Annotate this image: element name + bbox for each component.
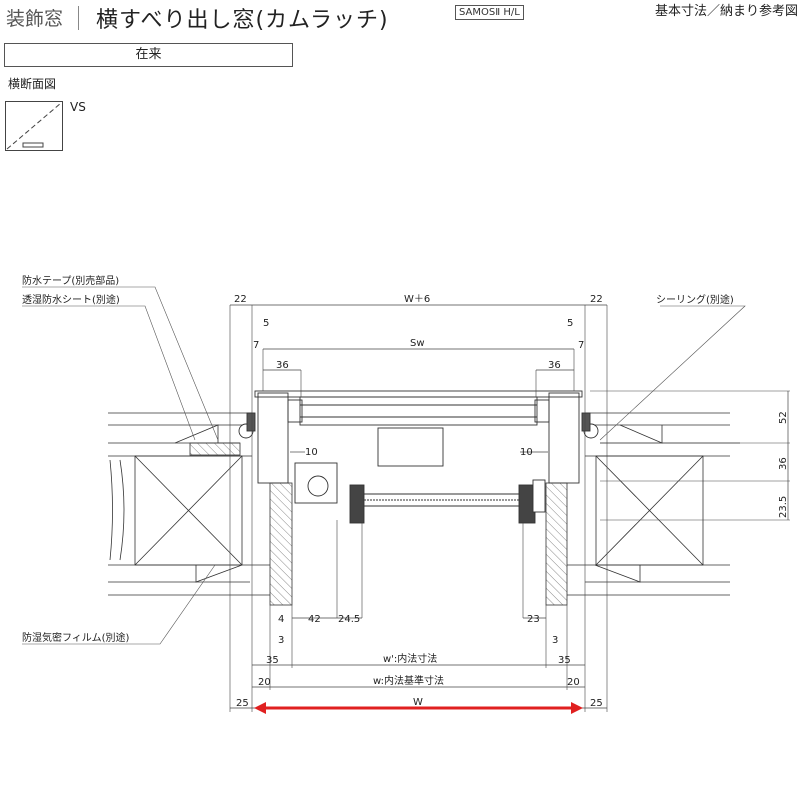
dim-bottom-23: 23 — [527, 614, 540, 625]
dimension-arrow-w — [254, 702, 583, 714]
dim-35-right: 35 — [558, 655, 571, 666]
section-label: 横断面図 — [8, 77, 57, 91]
dim-20-left: 20 — [258, 677, 271, 688]
series-badge: SAMOSⅡ H/L — [455, 5, 524, 20]
dim-right-36: 36 — [548, 360, 561, 371]
dim-vertical-23-5: 23.5 — [778, 496, 789, 518]
dim-w-prime: w':内法寸法 — [383, 652, 437, 665]
dim-bottom-24-5: 24.5 — [338, 614, 360, 625]
callout-breathable-sheet: 透湿防水シート(別途) — [22, 293, 120, 306]
dim-left-10: 10 — [305, 447, 318, 458]
extension-lines — [229, 305, 790, 712]
page-title: 横すべり出し窓(カムラッチ) — [96, 8, 389, 33]
dim-sw: Sw — [410, 338, 425, 349]
dim-vertical-36: 36 — [778, 457, 789, 470]
dim-bottom-4: 4 — [278, 614, 284, 625]
callout-waterproof-tape: 防水テープ(別売部品) — [22, 274, 119, 287]
dim-right-10: 10 — [520, 447, 533, 458]
window-frame — [238, 390, 599, 524]
callout-vapor-film: 防湿気密フィルム(別途) — [22, 631, 130, 644]
construction-type-box: 在来 — [4, 43, 293, 67]
view-label: VS — [70, 100, 86, 114]
dim-top-right-22: 22 — [590, 294, 603, 305]
dim-bottom-42: 42 — [308, 614, 321, 625]
dim-25-right: 25 — [590, 698, 603, 709]
dim-35-left: 35 — [266, 655, 279, 666]
dim-w-inner: w:内法基準寸法 — [373, 674, 444, 687]
dim-left-36: 36 — [276, 360, 289, 371]
casing-left — [269, 482, 293, 606]
dim-w: W — [413, 697, 423, 708]
wall-left — [108, 412, 270, 596]
dim-w-plus-6: W＋6 — [404, 294, 430, 305]
header-divider — [78, 6, 79, 30]
dim-right-5: 5 — [567, 318, 573, 329]
dim-top-left-22: 22 — [234, 294, 247, 305]
dim-left-7: 7 — [253, 340, 259, 351]
dim-bottom-3-right: 3 — [552, 635, 558, 646]
dim-25-left: 25 — [236, 698, 249, 709]
drawing-type-label: 基本寸法／納まり参考図 — [654, 4, 798, 19]
dim-bottom-3-left: 3 — [278, 635, 284, 646]
category-label: 装飾窓 — [6, 8, 64, 30]
dim-right-7: 7 — [578, 340, 584, 351]
dim-left-5: 5 — [263, 318, 269, 329]
dimension-lines — [230, 304, 789, 709]
casing-right — [545, 482, 568, 606]
dim-vertical-52: 52 — [778, 411, 789, 424]
callout-sealing: シーリング(別途) — [656, 293, 734, 306]
vs-view-icon — [5, 101, 63, 151]
wall-right — [567, 412, 740, 596]
dim-20-right: 20 — [567, 677, 580, 688]
callout-leaders — [22, 286, 746, 645]
